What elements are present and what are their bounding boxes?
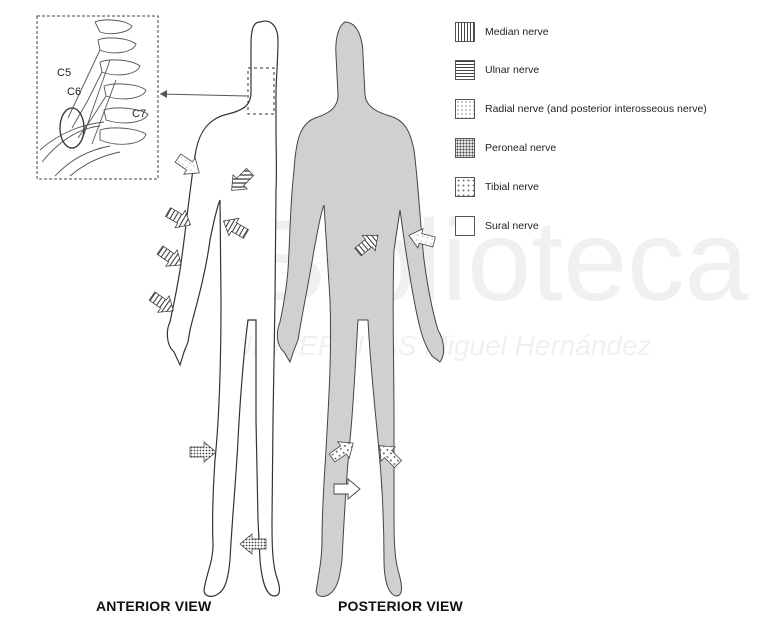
legend-item-tibial: Tibial nerve [455, 176, 539, 198]
inset-pointer-line [160, 94, 247, 96]
posterior-body [277, 22, 443, 597]
inset-label-c6: C6 [67, 86, 81, 98]
legend-item-sural: Sural nerve [455, 215, 539, 237]
inset-label-c7: C7 [132, 108, 146, 120]
legend-item-ulnar: Ulnar nerve [455, 59, 539, 81]
legend-label: Sural nerve [485, 220, 539, 232]
median-pattern-swatch [455, 22, 475, 42]
legend-label: Median nerve [485, 26, 549, 38]
arrow-peroneal-knee [190, 442, 216, 462]
anterior-body [167, 21, 279, 596]
legend-label: Ulnar nerve [485, 64, 539, 76]
posterior-view-label: POSTERIOR VIEW [338, 598, 463, 614]
legend-item-radial: Radial nerve (and posterior interosseous… [455, 98, 707, 120]
anterior-view-label: ANTERIOR VIEW [96, 598, 211, 614]
tibial-pattern-swatch [455, 177, 475, 197]
legend-label: Peroneal nerve [485, 142, 556, 154]
sural-pattern-swatch [455, 216, 475, 236]
ulnar-pattern-swatch [455, 60, 475, 80]
radial-pattern-swatch [455, 99, 475, 119]
inset-label-c5: C5 [57, 67, 71, 79]
cervical-inset-box [37, 16, 158, 179]
legend-item-median: Median nerve [455, 21, 549, 43]
peroneal-pattern-swatch [455, 138, 475, 158]
legend-label: Radial nerve (and posterior interosseous… [485, 103, 707, 115]
legend-item-peroneal: Peroneal nerve [455, 137, 556, 159]
legend-label: Tibial nerve [485, 181, 539, 193]
